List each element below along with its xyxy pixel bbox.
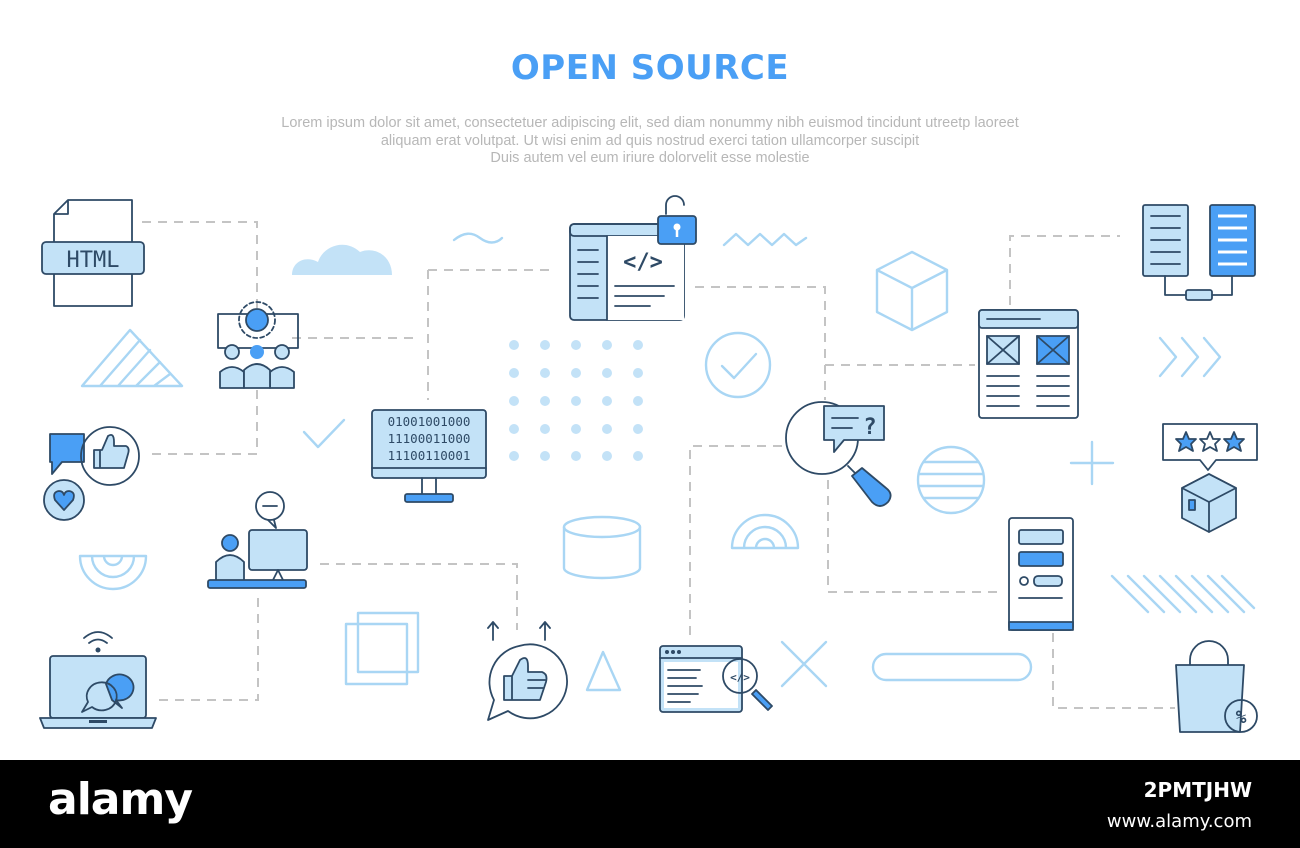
subtitle-line-2: aliquam erat volutpat. Ut wisi enim ad q…: [380, 132, 920, 149]
html-file-icon: HTML: [41, 199, 145, 307]
squares-mark: [344, 611, 420, 686]
question-mark: ?: [863, 415, 876, 440]
image-id: 2PMTJHW: [1143, 778, 1252, 802]
search-question-icon: ?: [785, 401, 892, 507]
rainbow-arc: [730, 513, 800, 550]
subtitle: Lorem ipsum dolor sit amet, consectetuer…: [230, 115, 1070, 168]
half-rainbow: [78, 554, 148, 591]
x-mark: [780, 640, 828, 688]
brand-logo: alamy: [48, 774, 193, 825]
cylinder-shape: [562, 515, 642, 580]
feedback-like-icon: [43, 426, 140, 521]
dot-grid: [509, 340, 643, 461]
code-search-icon: </>: [659, 645, 773, 713]
percent-sign: %: [1236, 707, 1247, 728]
server-racks-icon: [1142, 204, 1256, 301]
shopping-bag-discount-icon: %: [1175, 640, 1258, 733]
web-layout-icon: [978, 309, 1079, 419]
person-computer-icon: [207, 491, 308, 589]
site-url: www.alamy.com: [1106, 811, 1252, 832]
tilde-mark: [452, 232, 504, 244]
page-title: OPEN SOURCE: [510, 48, 790, 88]
watermark-bar: alamy 2PMTJHW www.alamy.com: [0, 760, 1300, 848]
like-bubble-icon: [487, 621, 568, 721]
plus-mark: [1069, 440, 1115, 486]
code-tag: </>: [623, 250, 663, 275]
chevrons-mark: [1158, 336, 1222, 378]
team-gear-icon: [217, 301, 299, 389]
code-window-lock-icon: </>: [569, 195, 697, 321]
binary-line-2: 11100011000: [388, 431, 471, 446]
cloud-shape: [292, 244, 392, 275]
binary-line-1: 01001001000: [388, 414, 471, 429]
decorations: [78, 232, 1256, 692]
icon-illustration: .st{stroke:#2e4a66;stroke-width:1.8;fill…: [39, 195, 1258, 733]
zigzag-mark: [722, 232, 808, 247]
binary-line-3: 11100110001: [388, 448, 471, 463]
binary-monitor-icon: 01001001000 11100011000 11100110001: [371, 409, 487, 503]
pipe-shape: [871, 652, 1033, 682]
striped-circle: [916, 445, 986, 515]
triangle-hatch: [80, 328, 184, 388]
rating-box-icon: [1162, 423, 1258, 533]
connector-lines: [142, 221, 1175, 709]
infographic-canvas: OPEN SOURCE Lorem ipsum dolor sit amet, …: [39, 48, 1258, 733]
check-mark: [302, 418, 346, 449]
check-circle: [704, 331, 772, 399]
small-triangle: [585, 650, 622, 692]
subtitle-line-1: Lorem ipsum dolor sit amet, consectetuer…: [281, 115, 1019, 131]
subtitle-line-3: Duis autem vel eum iriure dolorvelit ess…: [490, 150, 810, 166]
html-label: HTML: [67, 248, 120, 273]
hatch-lines: [1110, 574, 1256, 614]
laptop-chat-icon: [39, 631, 157, 729]
cube-outline: [875, 250, 949, 332]
server-tower-icon: [1008, 517, 1074, 631]
code-search-tag: </>: [730, 671, 750, 684]
